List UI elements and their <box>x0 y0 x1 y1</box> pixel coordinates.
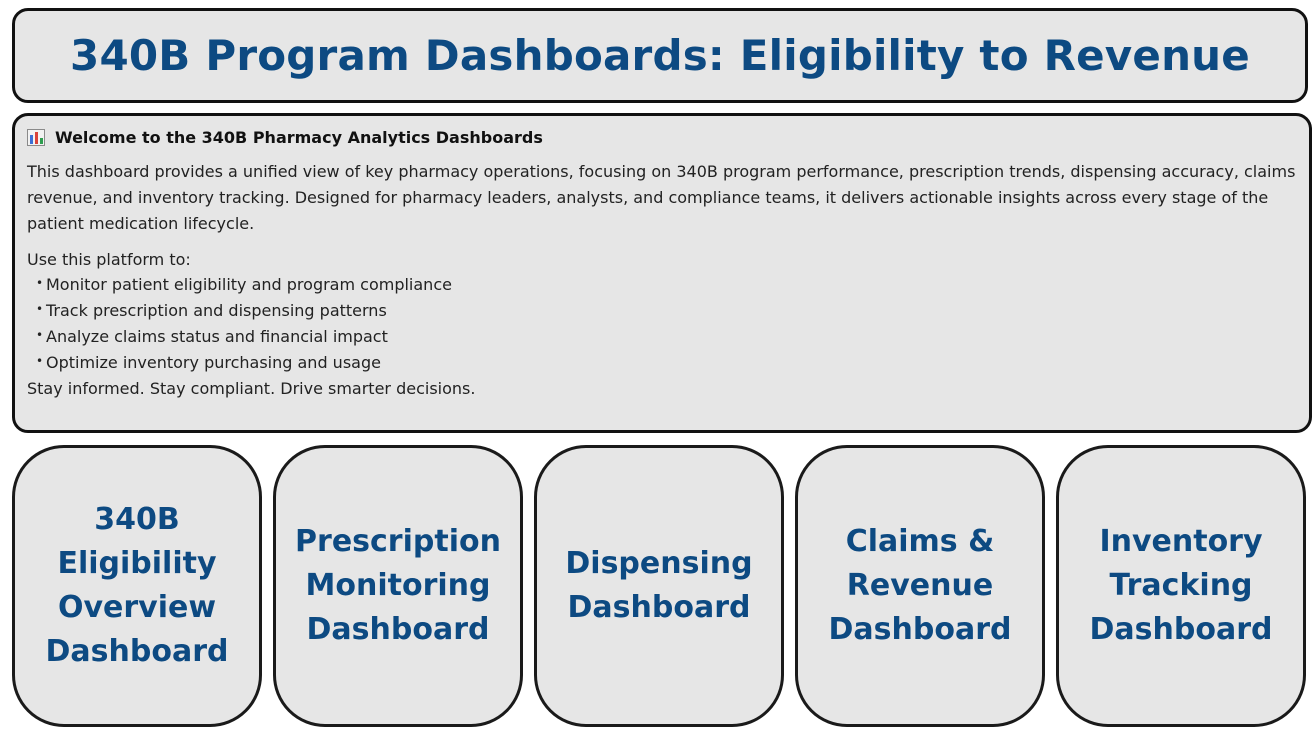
title-banner: 340B Program Dashboards: Eligibility to … <box>12 8 1308 103</box>
welcome-panel: Welcome to the 340B Pharmacy Analytics D… <box>12 113 1312 433</box>
list-item: •Track prescription and dispensing patte… <box>36 301 387 320</box>
closing-statement: Stay informed. Stay compliant. Drive sma… <box>27 379 476 398</box>
prescription-monitoring-dashboard-button[interactable]: Prescription Monitoring Dashboard <box>273 445 523 727</box>
claims-revenue-dashboard-button[interactable]: Claims & Revenue Dashboard <box>795 445 1045 727</box>
card-label: Claims & Revenue Dashboard <box>828 524 1012 647</box>
welcome-heading: Welcome to the 340B Pharmacy Analytics D… <box>27 128 1297 147</box>
inventory-tracking-dashboard-button[interactable]: Inventory Tracking Dashboard <box>1056 445 1306 727</box>
list-item: •Optimize inventory purchasing and usage <box>36 353 381 372</box>
feature-list: •Monitor patient eligibility and program… <box>27 272 1297 376</box>
eligibility-overview-dashboard-button[interactable]: 340B Eligibility Overview Dashboard <box>12 445 262 727</box>
dashboard-cards: 340B Eligibility Overview Dashboard Pres… <box>12 445 1308 727</box>
page-title: 340B Program Dashboards: Eligibility to … <box>70 31 1250 80</box>
card-label: Prescription Monitoring Dashboard <box>295 524 501 647</box>
dispensing-dashboard-button[interactable]: Dispensing Dashboard <box>534 445 784 727</box>
list-item: •Monitor patient eligibility and program… <box>36 275 452 294</box>
use-platform-label: Use this platform to: <box>27 250 191 269</box>
welcome-description: This dashboard provides a unified view o… <box>27 162 1296 233</box>
list-item: •Analyze claims status and financial imp… <box>36 327 388 346</box>
card-label: Inventory Tracking Dashboard <box>1089 524 1273 647</box>
card-label: 340B Eligibility Overview Dashboard <box>45 502 229 669</box>
card-label: Dispensing Dashboard <box>565 546 753 625</box>
welcome-heading-text: Welcome to the 340B Pharmacy Analytics D… <box>55 128 543 147</box>
bar-chart-icon <box>27 129 45 146</box>
